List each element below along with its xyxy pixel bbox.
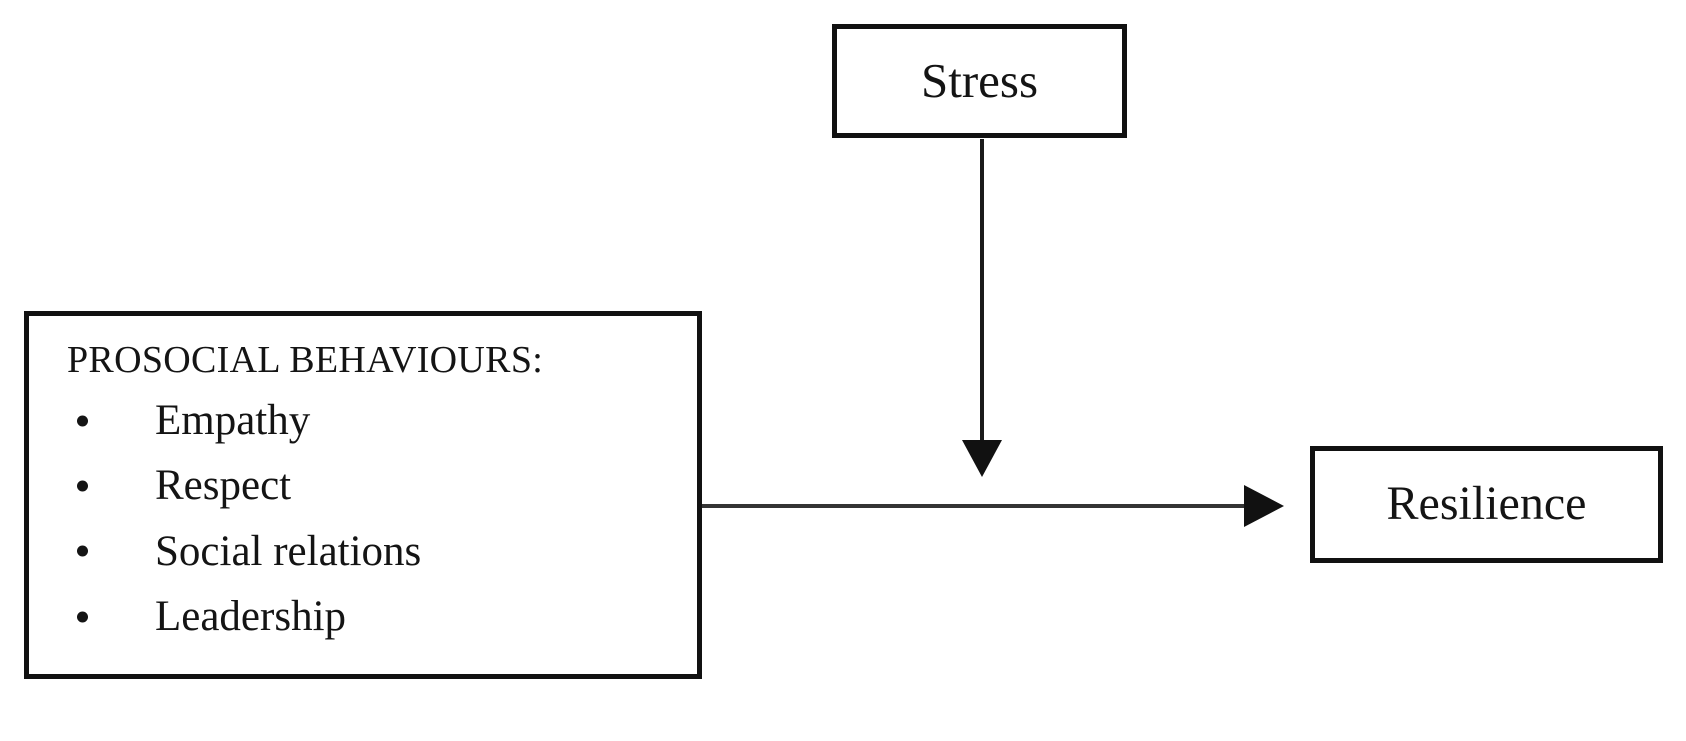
node-prosocial-title: PROSOCIAL BEHAVIOURS: [67, 339, 544, 381]
list-item: Leadership [29, 584, 697, 649]
list-item-label: Social relations [155, 527, 422, 575]
prosocial-to-resilience-arrow [702, 485, 1284, 527]
node-stress[interactable]: Stress [832, 24, 1127, 138]
bullet-icon [77, 545, 88, 557]
list-item: Respect [29, 453, 697, 518]
bullet-icon [77, 611, 88, 623]
node-stress-label: Stress [920, 53, 1039, 109]
stress-to-path-arrow [962, 139, 1002, 477]
bullet-icon [77, 480, 88, 492]
node-resilience[interactable]: Resilience [1310, 446, 1663, 563]
node-resilience-label: Resilience [1386, 477, 1587, 531]
prosocial-behaviour-list: Empathy Respect Social relations Leaders… [29, 388, 697, 649]
bullet-icon [77, 415, 88, 427]
list-item-label: Empathy [155, 397, 311, 444]
resilience-arrow-head [1244, 485, 1284, 527]
list-item-label: Leadership [155, 593, 347, 641]
list-item: Social relations [29, 519, 697, 584]
stress-arrow-head [962, 440, 1002, 477]
list-item-label: Respect [155, 462, 292, 510]
list-item: Empathy [29, 388, 697, 453]
node-prosocial-behaviours[interactable]: PROSOCIAL BEHAVIOURS: Empathy Respect So… [24, 311, 702, 679]
